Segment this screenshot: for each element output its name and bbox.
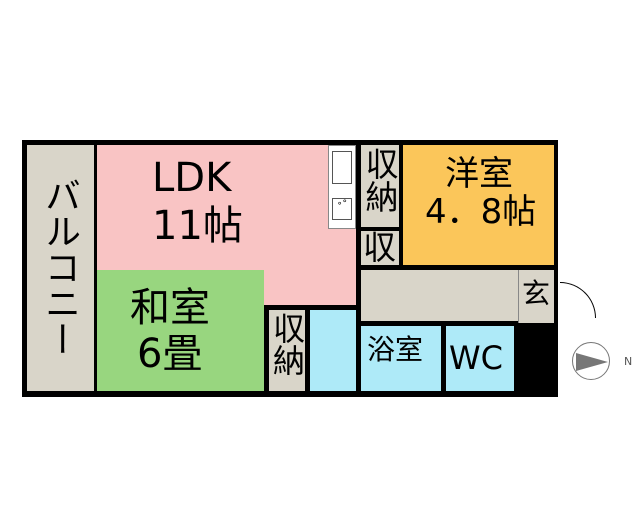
room-wc: WC <box>446 326 514 391</box>
washitsu-size: 6畳 <box>137 331 203 377</box>
wc-label: WC <box>449 339 503 377</box>
compass <box>572 342 610 380</box>
compass-arrow-icon <box>576 353 608 371</box>
room-storage-1: 収納 <box>360 145 399 227</box>
room-washroom <box>310 310 356 391</box>
room-genkan: 玄 <box>518 270 554 323</box>
balcony-label: バルコニー <box>39 177 80 357</box>
compass-label: N <box>624 355 633 368</box>
yoshitsu-label: 洋室 <box>445 154 513 194</box>
room-balcony: バルコニー <box>27 145 94 391</box>
kitchen-counter: ∘° <box>328 145 356 229</box>
storage-3-label: 収納 <box>268 312 306 376</box>
storage-2-label: 収 <box>363 228 396 267</box>
genkan-label: 玄 <box>522 277 551 310</box>
storage-1-label: 収納 <box>360 147 399 213</box>
room-storage-2: 収 <box>361 231 399 265</box>
room-yoshitsu: 洋室 4．8帖 <box>403 145 554 265</box>
ldk-size: 11帖 <box>152 203 243 249</box>
room-storage-3: 収納 <box>268 310 306 391</box>
room-washitsu: 和室 6畳 <box>97 270 264 391</box>
room-bath: 浴室 <box>361 326 441 391</box>
bath-label: 浴室 <box>367 333 424 366</box>
washitsu-label: 和室 <box>130 285 210 331</box>
yoshitsu-size: 4．8帖 <box>425 192 537 232</box>
stove-icon: ∘° <box>332 198 352 220</box>
sink-icon <box>332 151 352 184</box>
ldk-label: LDK <box>152 155 232 201</box>
entrance-door[interactable] <box>560 282 596 318</box>
pipe-space <box>518 326 554 391</box>
